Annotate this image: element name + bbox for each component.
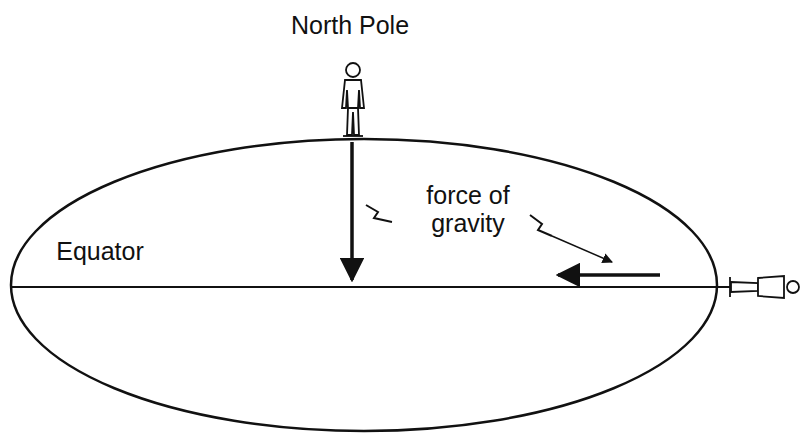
leader-line	[552, 236, 612, 262]
equator-line	[12, 286, 730, 288]
sideways-person	[730, 276, 799, 298]
pole-label: North Pole	[275, 12, 425, 40]
earth-outline	[11, 139, 717, 431]
gravity-arrow	[558, 273, 660, 277]
gravity-arrow	[350, 142, 354, 280]
standing-person	[342, 63, 364, 136]
leader-line	[366, 205, 392, 222]
leader-line	[530, 215, 552, 236]
equator-label: Equator	[40, 238, 160, 266]
force-label: force of gravity	[398, 182, 538, 237]
